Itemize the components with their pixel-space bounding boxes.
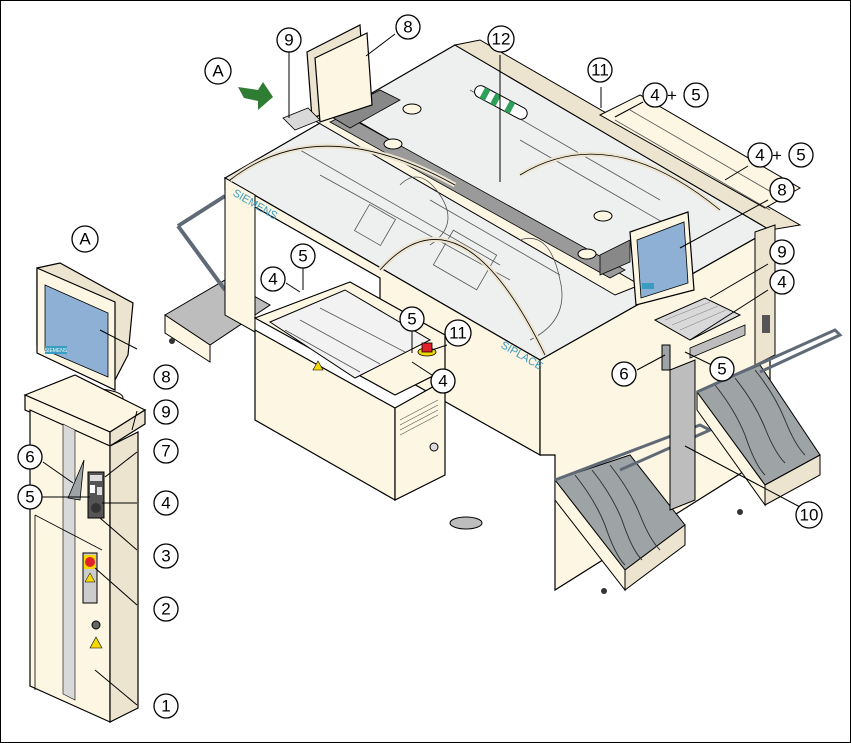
svg-text:5: 5: [25, 488, 34, 507]
callout-5-right: 5: [710, 357, 734, 381]
callout-4-center: 4: [431, 369, 455, 393]
svg-text:9: 9: [777, 243, 786, 262]
callout-5-left-top: 5: [291, 244, 315, 268]
svg-text:4: 4: [755, 146, 764, 165]
svg-text:1: 1: [161, 697, 170, 716]
callout-5-center: 5: [400, 307, 424, 331]
svg-text:4: 4: [438, 372, 447, 391]
svg-text:5: 5: [407, 310, 416, 329]
svg-text:8: 8: [403, 18, 412, 37]
callout-11-top: 11: [588, 58, 612, 82]
callout-4-right: 4: [770, 270, 794, 294]
svg-text:11: 11: [449, 324, 467, 343]
svg-text:5: 5: [796, 146, 805, 165]
svg-text:5: 5: [691, 86, 700, 105]
svg-text:4: 4: [268, 270, 277, 289]
callout-4-pair2: 4: [748, 143, 772, 167]
callout-7-stand: 7: [154, 439, 178, 463]
callout-1-stand: 1: [154, 694, 178, 718]
svg-text:6: 6: [619, 365, 628, 384]
stand-monitor-badge: SIEMENS: [45, 348, 68, 354]
callout-6-right: 6: [612, 362, 636, 386]
svg-text:4: 4: [161, 494, 170, 513]
svg-text:5: 5: [717, 360, 726, 379]
callout-12: 12: [488, 26, 514, 52]
svg-text:A: A: [79, 230, 91, 249]
callout-view-a-top: A: [205, 58, 231, 84]
svg-text:2: 2: [161, 600, 170, 619]
svg-text:6: 6: [25, 448, 34, 467]
callout-8-stand: 8: [154, 365, 178, 389]
callout-10: 10: [796, 502, 822, 528]
callout-11-center: 11: [445, 320, 471, 346]
view-direction-arrow-icon: [238, 82, 273, 110]
svg-text:7: 7: [161, 442, 170, 461]
svg-text:8: 8: [161, 368, 170, 387]
callout-8-right: 8: [770, 178, 794, 202]
callout-4-left-top: 4: [261, 267, 285, 291]
callout-view-a-side: A: [72, 226, 98, 252]
callout-8-top: 8: [396, 15, 420, 39]
svg-text:9: 9: [161, 403, 170, 422]
svg-text:10: 10: [800, 506, 819, 525]
callout-4-stand: 4: [154, 491, 178, 515]
callout-9-top: 9: [277, 28, 301, 52]
svg-text:8: 8: [777, 181, 786, 200]
svg-text:5: 5: [298, 247, 307, 266]
svg-text:A: A: [212, 62, 224, 81]
svg-text:11: 11: [591, 61, 609, 80]
callout-5-pair1: 5: [684, 83, 708, 107]
callout-4-pair1: 4: [643, 83, 667, 107]
main-switch-icon: [85, 557, 95, 567]
callout-5-pair2: 5: [789, 143, 813, 167]
plus-sign: +: [772, 146, 782, 165]
callout-5-stand: 5: [18, 485, 42, 509]
svg-text:9: 9: [284, 31, 293, 50]
svg-text:4: 4: [650, 86, 659, 105]
svg-text:3: 3: [161, 547, 170, 566]
callout-3-stand: 3: [154, 544, 178, 568]
plus-sign: +: [667, 86, 677, 105]
svg-text:12: 12: [492, 30, 511, 49]
callout-6-stand: 6: [18, 445, 42, 469]
callout-9-stand: 9: [154, 400, 178, 424]
callout-2-stand: 2: [154, 597, 178, 621]
svg-text:4: 4: [777, 273, 786, 292]
control-stand: SIEMENS: [25, 263, 145, 722]
callout-9-right: 9: [770, 240, 794, 264]
emergency-stop-icon: [422, 343, 432, 352]
